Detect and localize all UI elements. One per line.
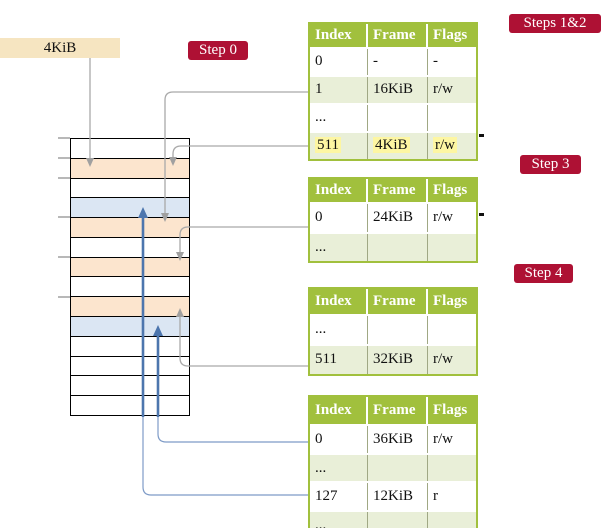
col-header-frame: Frame xyxy=(368,24,428,47)
arrow-pt2-entry511-to-memory xyxy=(179,316,308,367)
memory-row xyxy=(71,157,189,178)
arrow-pt3-entry0-to-memory xyxy=(157,416,308,443)
col-header-frame: Frame xyxy=(368,289,428,314)
table-header: Index Frame Flags xyxy=(310,24,476,47)
cell-index: ... xyxy=(310,316,368,344)
memory-row xyxy=(71,177,189,198)
memory-row xyxy=(71,316,189,336)
memory-row xyxy=(71,355,189,376)
page-table-final: Index Frame Flags 0 36KiB r/w ... 127 12… xyxy=(308,395,478,528)
cell-index: 511 xyxy=(310,346,368,374)
page-size-box: 4KiB xyxy=(0,38,120,58)
table-row: ... xyxy=(310,231,476,262)
cell-flags xyxy=(428,234,476,262)
col-header-index: Index xyxy=(310,24,368,47)
memory-row xyxy=(71,236,189,257)
memory-row xyxy=(71,217,189,237)
cell-flags xyxy=(428,455,476,482)
cell-flags: r/w xyxy=(433,431,453,447)
table-row: 0 36KiB r/w xyxy=(310,424,476,453)
cell-frame: 36KiB xyxy=(368,426,428,453)
physical-memory-column xyxy=(70,138,190,416)
col-header-index: Index xyxy=(310,289,368,314)
col-header-frame: Frame xyxy=(368,397,428,424)
memory-row xyxy=(71,335,189,356)
col-header-frame: Frame xyxy=(368,179,428,202)
memory-row xyxy=(71,139,189,158)
table-header: Index Frame Flags xyxy=(310,289,476,314)
cell-flags: - xyxy=(433,53,438,69)
cell-frame xyxy=(368,233,428,261)
cell-index: 127 xyxy=(310,483,368,510)
step-4-label: Step 4 xyxy=(514,264,573,283)
cell-frame: - xyxy=(368,49,428,75)
page-table-step-4: Index Frame Flags ... 511 32KiB r/w xyxy=(308,287,478,376)
cell-flags xyxy=(428,512,476,528)
steps-1-2-label: Steps 1&2 xyxy=(509,14,601,33)
page-table-step-3: Index Frame Flags 0 24KiB r/w ... xyxy=(308,177,478,263)
cell-index: 0 xyxy=(310,204,368,232)
cell-flags: r xyxy=(433,488,438,504)
table-row: 127 12KiB r xyxy=(310,481,476,510)
table-header: Index Frame Flags xyxy=(310,179,476,202)
arrow-pt3-entry127-to-memory xyxy=(142,416,308,496)
cell-flags: r/w xyxy=(428,133,476,159)
connector-stub xyxy=(479,213,484,216)
cell-frame xyxy=(368,105,428,131)
cell-flags: r/w xyxy=(433,351,453,367)
arrow-pt0-entry511-to-memory xyxy=(172,145,308,158)
cell-flags xyxy=(428,316,476,344)
cell-frame: 24KiB xyxy=(368,204,428,232)
col-header-flags: Flags xyxy=(433,182,468,198)
cell-frame xyxy=(368,316,428,344)
memory-tick-marks xyxy=(58,137,70,298)
step-3-label: Step 3 xyxy=(520,155,581,174)
table-row: 0 - - xyxy=(310,47,476,75)
table-header: Index Frame Flags xyxy=(310,397,476,424)
cell-frame: 32KiB xyxy=(368,346,428,374)
cell-index: ... xyxy=(310,454,368,481)
memory-row xyxy=(71,276,189,297)
cell-index: 0 xyxy=(310,426,368,453)
col-header-index: Index xyxy=(310,397,368,424)
table-row: 1 16KiB r/w xyxy=(310,75,476,103)
table-row: ... xyxy=(310,314,476,344)
cell-index: 511 xyxy=(310,133,368,159)
step-0-label: Step 0 xyxy=(188,41,248,60)
cell-frame: 12KiB xyxy=(368,483,428,510)
memory-row xyxy=(71,375,189,396)
cell-frame: 16KiB xyxy=(368,77,428,103)
table-row: 0 24KiB r/w xyxy=(310,202,476,232)
table-row: ... xyxy=(310,452,476,482)
col-header-flags: Flags xyxy=(433,293,468,309)
cell-index: ... xyxy=(310,511,368,528)
memory-row xyxy=(71,296,189,317)
highlighted-value: 511 xyxy=(315,137,341,153)
cell-index: ... xyxy=(310,233,368,261)
cell-flags xyxy=(428,105,476,131)
col-header-flags: Flags xyxy=(433,27,468,43)
memory-row xyxy=(71,256,189,277)
cell-frame xyxy=(368,511,428,528)
cell-flags: r/w xyxy=(433,209,453,225)
cell-index: 0 xyxy=(310,49,368,75)
table-row-highlighted: 511 4KiB r/w xyxy=(310,131,476,159)
cell-flags: r/w xyxy=(433,81,453,97)
highlighted-value: 4KiB xyxy=(373,137,410,153)
connector-stub xyxy=(479,134,484,137)
cell-index: 1 xyxy=(310,77,368,103)
highlighted-value: r/w xyxy=(433,137,457,153)
cell-index: ... xyxy=(310,105,368,131)
cell-frame: 4KiB xyxy=(368,133,428,159)
memory-row xyxy=(71,395,189,415)
table-row: ... xyxy=(310,103,476,131)
memory-row xyxy=(71,197,189,218)
arrow-pt1-entry0-to-memory xyxy=(179,226,308,253)
page-table-steps-1-2: Index Frame Flags 0 - - 1 16KiB r/w ... … xyxy=(308,22,478,161)
cell-frame xyxy=(368,454,428,481)
table-row: 511 32KiB r/w xyxy=(310,344,476,374)
col-header-index: Index xyxy=(310,179,368,202)
col-header-flags: Flags xyxy=(433,402,468,418)
table-row: ... xyxy=(310,509,476,528)
